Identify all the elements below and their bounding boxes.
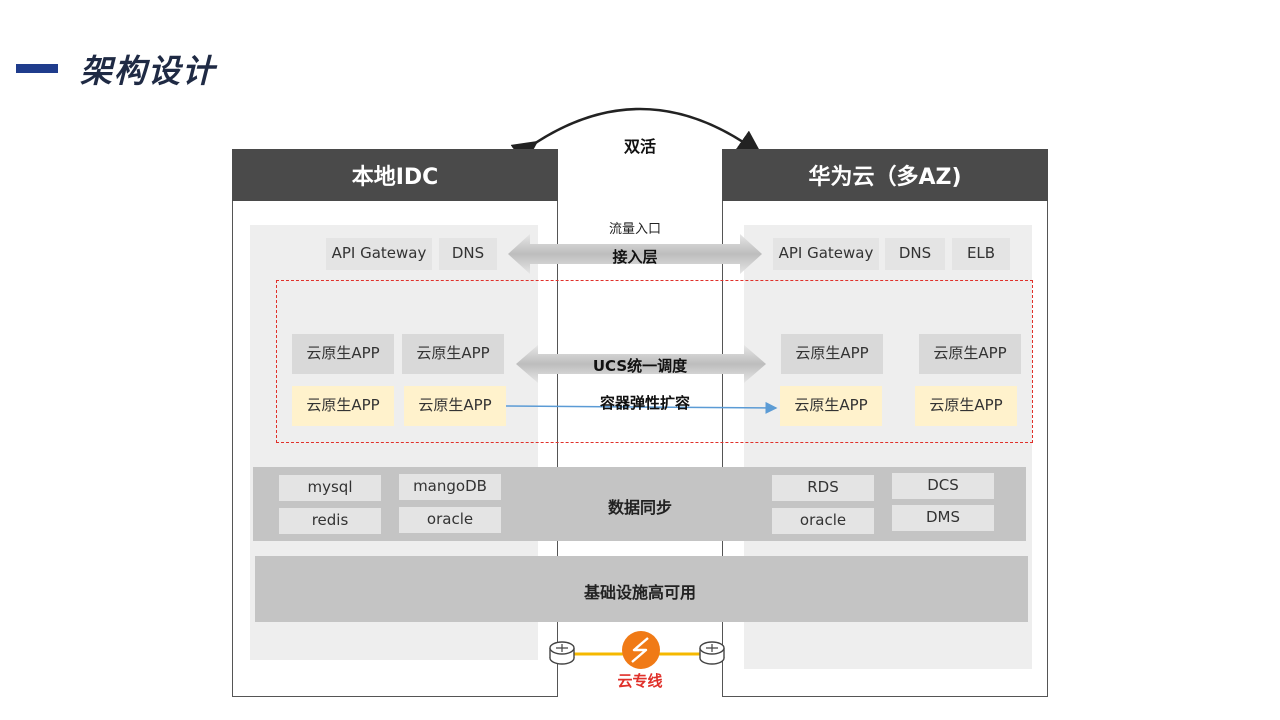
ucs-scheduling-arrow bbox=[516, 345, 766, 383]
router-icon-left bbox=[549, 641, 575, 665]
page-title: 架构设计 bbox=[80, 52, 217, 90]
left-db-oracle: oracle bbox=[399, 507, 501, 533]
right-dns: DNS bbox=[885, 238, 945, 270]
active-active-label: 双活 bbox=[623, 137, 656, 156]
scaling-label: 容器弹性扩容 bbox=[599, 394, 690, 412]
left-app-1: 云原生APP bbox=[292, 334, 394, 374]
local-idc-header: 本地IDC bbox=[232, 149, 558, 201]
data-sync-label: 数据同步 bbox=[607, 498, 672, 517]
cloud-line-icon bbox=[622, 631, 660, 669]
access-layer-label: 接入层 bbox=[612, 248, 658, 266]
huawei-cloud-header: 华为云（多AZ) bbox=[722, 149, 1048, 201]
left-dns: DNS bbox=[439, 238, 497, 270]
right-db-dcs: DCS bbox=[892, 473, 994, 499]
infra-ha-label: 基础设施高可用 bbox=[583, 583, 696, 602]
left-db-redis: redis bbox=[279, 508, 381, 534]
right-app-1: 云原生APP bbox=[781, 334, 883, 374]
right-db-rds: RDS bbox=[772, 475, 874, 501]
router-icon-right bbox=[699, 641, 725, 665]
right-elb: ELB bbox=[952, 238, 1010, 270]
right-app-3: 云原生APP bbox=[780, 386, 882, 426]
left-db-mangodb: mangoDB bbox=[399, 474, 501, 500]
right-api-gateway: API Gateway bbox=[773, 238, 879, 270]
ucs-label: UCS统一调度 bbox=[592, 357, 688, 375]
access-layer-arrow bbox=[508, 234, 762, 274]
right-app-4: 云原生APP bbox=[915, 386, 1017, 426]
left-db-mysql: mysql bbox=[279, 475, 381, 501]
infra-ha-band bbox=[255, 556, 1028, 622]
container-region bbox=[276, 280, 1033, 443]
cloud-line-diagram bbox=[549, 631, 725, 669]
active-active-arrow bbox=[510, 107, 763, 160]
right-db-oracle: oracle bbox=[772, 508, 874, 534]
cloud-line-label: 云专线 bbox=[617, 672, 663, 690]
scaling-arrow bbox=[506, 401, 778, 414]
left-api-gateway: API Gateway bbox=[326, 238, 432, 270]
traffic-entry-label: 流量入口 bbox=[608, 222, 661, 237]
left-app-3: 云原生APP bbox=[292, 386, 394, 426]
left-app-2: 云原生APP bbox=[402, 334, 504, 374]
right-app-2: 云原生APP bbox=[919, 334, 1021, 374]
right-db-dms: DMS bbox=[892, 505, 994, 531]
title-accent-bar bbox=[16, 64, 58, 73]
left-app-4: 云原生APP bbox=[404, 386, 506, 426]
